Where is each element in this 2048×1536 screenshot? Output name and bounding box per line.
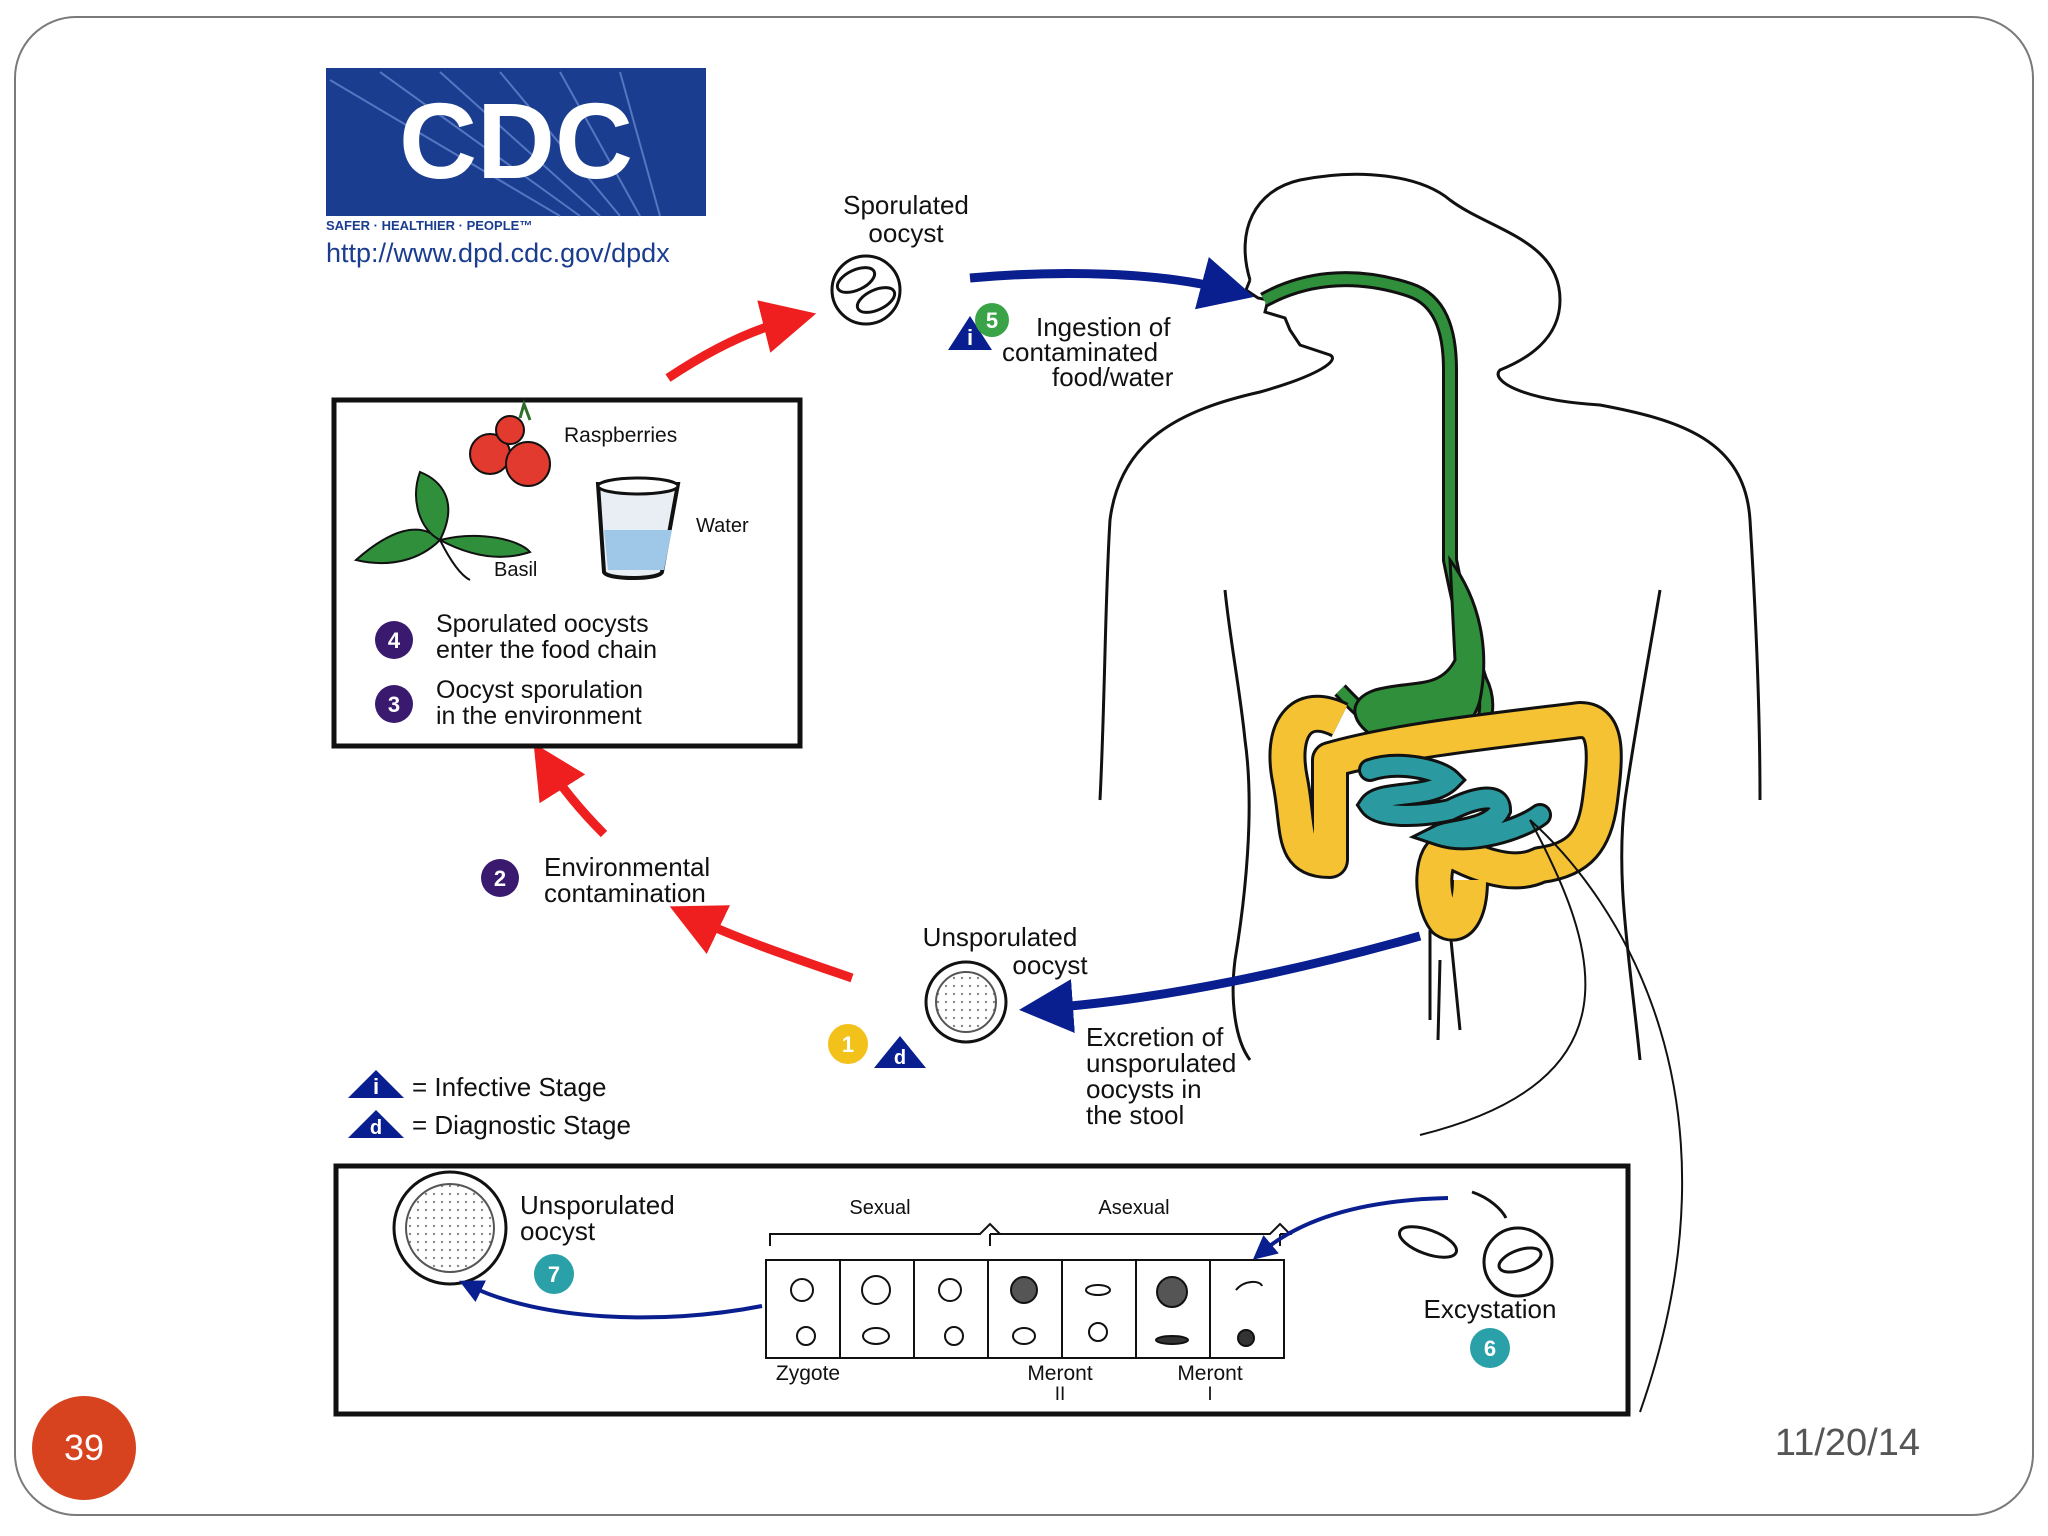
ingestion-label-1: Ingestion of (1036, 312, 1171, 342)
digestive-colon (1268, 694, 1623, 942)
step-1-badge: 1 (828, 1024, 868, 1064)
excystation-oocyst (1398, 1190, 1554, 1298)
step-3-label-2: in the environment (436, 702, 642, 730)
basil-illustration (353, 470, 532, 581)
excretion-label-3: oocysts in (1086, 1074, 1202, 1104)
svg-text:7: 7 (548, 1262, 560, 1287)
arrow-excretion (1019, 931, 1422, 1034)
sporulated-oocyst (830, 254, 902, 326)
sexual-label: Sexual (849, 1197, 910, 1219)
slide-number-badge: 39 (32, 1396, 136, 1500)
svg-text:i: i (967, 325, 973, 350)
svg-text:1: 1 (842, 1032, 854, 1057)
svg-text:5: 5 (986, 308, 998, 333)
step-6-badge: 6 (1470, 1328, 1510, 1368)
slide-number: 39 (63, 1427, 105, 1468)
epithelial-cell-strip (765, 1259, 1285, 1359)
meront-2-label-1: Meront (1027, 1362, 1093, 1385)
excretion-label-2: unsporulated (1086, 1048, 1236, 1078)
excretion-label-4: the stool (1086, 1100, 1184, 1130)
arrow-to-sporulated (665, 300, 817, 382)
diagnostic-stage-marker: d (874, 1036, 926, 1069)
inset-oocyst-label-2: oocyst (520, 1216, 596, 1246)
legend-infective: i = Infective Stage (348, 1070, 606, 1102)
digestive-stomach (1260, 271, 1495, 757)
step-4-badge: 4 (375, 621, 413, 659)
step-4-label-2: enter the food chain (436, 636, 657, 664)
excystation-label: Excystation (1424, 1294, 1557, 1324)
ingestion-label-3: food/water (1052, 362, 1174, 392)
svg-text:6: 6 (1484, 1336, 1496, 1361)
svg-text:i: i (373, 1074, 379, 1099)
zoom-line-left (1419, 819, 1587, 1136)
step-7-badge: 7 (534, 1254, 574, 1294)
meront-2-label-2: II (1055, 1384, 1066, 1405)
water-glass-illustration (595, 476, 681, 580)
meront-1-label-1: Meront (1177, 1362, 1243, 1385)
arrow-to-food-box (533, 743, 608, 838)
cdc-url: http://www.dpd.cdc.gov/dpdx (326, 238, 670, 268)
zygote-label: Zygote (776, 1362, 840, 1385)
digestive-small-intestine (1355, 753, 1552, 851)
human-figure (1098, 172, 1762, 1061)
step-5-badge: 5 (975, 303, 1009, 337)
arrow-to-oocyst-7 (459, 1280, 763, 1320)
cdc-logo-text: CDC (399, 80, 633, 201)
food-chain-box: Raspberries Basil Water 4 Sporulated ooc… (331, 397, 803, 749)
asexual-label: Asexual (1098, 1197, 1169, 1219)
basil-label: Basil (494, 559, 537, 581)
legend-infective-label: = Infective Stage (412, 1072, 606, 1102)
raspberries-label: Raspberries (564, 424, 677, 447)
arrow-excystation-to-cells (1252, 1196, 1449, 1260)
unsporulated-oocyst (924, 960, 1008, 1044)
cdc-tagline: SAFER · HEALTHIER · PEOPLE™ (326, 218, 532, 233)
step-2-badge: 2 (481, 859, 519, 897)
ingestion-label-2: contaminated (1002, 337, 1158, 367)
svg-text:d: d (894, 1047, 906, 1069)
cdc-logo: CDC SAFER · HEALTHIER · PEOPLE™ (326, 68, 706, 233)
inset-unsporulated-oocyst (392, 1170, 508, 1286)
raspberries-illustration (469, 399, 551, 487)
svg-text:d: d (370, 1117, 382, 1139)
infective-stage-marker: i (948, 316, 992, 350)
slide-date: 11/20/14 (1774, 1422, 1920, 1464)
inset-oocyst-label-1: Unsporulated (520, 1190, 675, 1220)
svg-text:2: 2 (494, 866, 506, 891)
sporulated-oocyst-label-1: Sporulated (843, 190, 969, 220)
step-3-badge: 3 (375, 685, 413, 723)
zoom-line-right (1529, 819, 1684, 1413)
svg-text:3: 3 (388, 692, 400, 717)
arrow-environmental (669, 905, 854, 983)
environmental-label-2: contamination (544, 878, 706, 908)
step-4-label-1: Sporulated oocysts (436, 610, 649, 638)
meront-1-label-2: I (1207, 1384, 1212, 1405)
sporulated-oocyst-label-2: oocyst (868, 218, 944, 248)
step-3-label-1: Oocyst sporulation (436, 676, 643, 704)
legend-diagnostic-label: = Diagnostic Stage (412, 1110, 631, 1140)
arrow-ingestion (969, 256, 1255, 310)
legend-diagnostic: d = Diagnostic Stage (348, 1110, 631, 1140)
excretion-label-1: Excretion of (1086, 1022, 1224, 1052)
water-label: Water (696, 515, 749, 537)
environmental-label-1: Environmental (544, 852, 710, 882)
intestinal-stages-inset: Unsporulated oocyst 7 Sexual Asexual (333, 1163, 1631, 1417)
unsporulated-label-1: Unsporulated (923, 922, 1078, 952)
slide-frame (14, 16, 2034, 1516)
unsporulated-label-2: oocyst (1012, 950, 1088, 980)
svg-text:4: 4 (388, 628, 401, 653)
